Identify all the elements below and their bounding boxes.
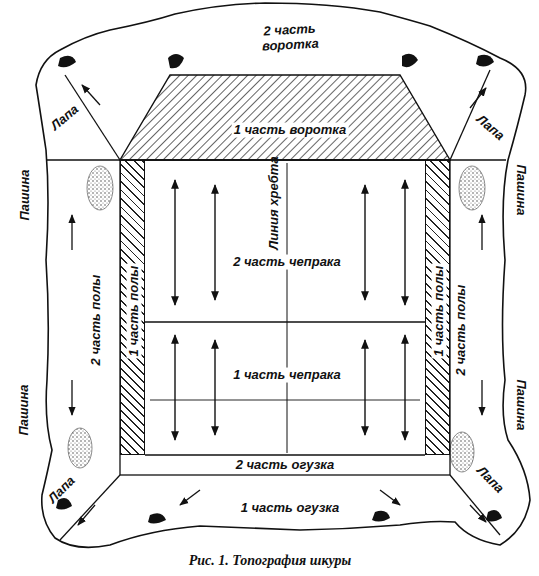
region-name: 2 часть огузка (234, 458, 337, 473)
region-name: 1 часть огузка (241, 501, 340, 516)
belly-strip: 1 часть полы (425, 160, 450, 455)
flank-label: Пашина (18, 169, 33, 220)
belly-strip: 1 часть полы (120, 160, 145, 455)
croupon-region: 1 часть чепрака (145, 322, 425, 455)
region-name: 1 часть воротка (232, 123, 349, 138)
croupon-region: 2 часть чепрака (145, 160, 425, 322)
flank-label: Пашина (514, 379, 529, 430)
figure-caption: Рис. 1. Топография шкуры (189, 553, 352, 569)
collar-outline (120, 75, 450, 160)
collar-trapezoid (120, 75, 450, 160)
spine-label: Линия хребта (267, 156, 282, 249)
division-lines (46, 70, 506, 540)
collar-region: 1 часть воротка (120, 75, 450, 160)
region-name: 2 часть полы (454, 285, 469, 376)
region-name: 2 часть полы (89, 275, 104, 366)
region-name: 1 часть полы (126, 264, 141, 359)
region-name: 1 часть полы (431, 264, 446, 359)
direction-arrows (175, 180, 405, 440)
butt-band: 2 часть огузка (120, 455, 450, 475)
region-name: 2 часть чепрака (231, 255, 343, 270)
region-name: 2 часть воротка (253, 21, 326, 55)
hide-outline (36, 3, 530, 547)
fur-marks (56, 54, 502, 524)
region-name: 1 часть чепрака (231, 368, 343, 383)
flank-label: Пашина (17, 384, 32, 435)
flank-label: Пашина (514, 164, 529, 215)
